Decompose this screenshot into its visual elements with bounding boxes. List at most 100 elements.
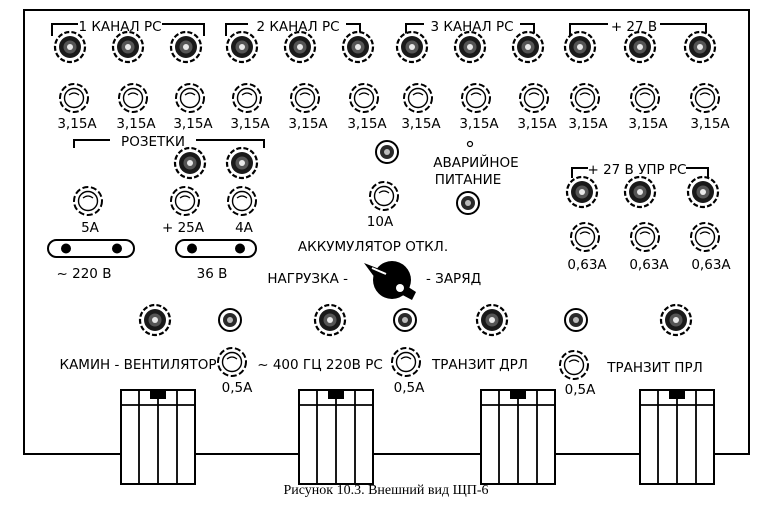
fuse-rating: 0,63А bbox=[691, 257, 731, 273]
switch-label-charge: - ЗАРЯД bbox=[426, 271, 481, 287]
emergency-indicator-dot bbox=[466, 140, 474, 148]
indicator-lamp bbox=[393, 308, 417, 332]
socket-220v[interactable]: ~ 220 В bbox=[47, 239, 135, 282]
fuse-holder[interactable] bbox=[391, 347, 421, 377]
connector-block[interactable] bbox=[298, 389, 374, 485]
fuse-rating-4a: 4А bbox=[235, 220, 254, 236]
fuse-holder[interactable] bbox=[690, 222, 720, 252]
fuse-row bbox=[59, 83, 720, 113]
group-sockets: РОЗЕТКИ bbox=[73, 134, 265, 150]
toggle-knob[interactable] bbox=[225, 146, 259, 180]
toggle-knob[interactable] bbox=[395, 30, 429, 64]
toggle-knob[interactable] bbox=[138, 303, 172, 337]
toggle-knob[interactable] bbox=[475, 303, 509, 337]
label-transit-prl: ТРАНЗИТ ПРЛ bbox=[606, 360, 703, 376]
fuse-holder[interactable] bbox=[217, 347, 247, 377]
fuse-holder[interactable] bbox=[290, 83, 320, 113]
connector-row bbox=[120, 389, 715, 485]
fuse-rating: 3,15А bbox=[116, 116, 156, 132]
fuse-holder[interactable] bbox=[369, 181, 399, 211]
fuse-holder[interactable] bbox=[232, 83, 262, 113]
fuse-rating: 3,15А bbox=[401, 116, 441, 132]
toggle-knob[interactable] bbox=[313, 303, 347, 337]
fuse-holder[interactable] bbox=[519, 83, 549, 113]
fuse-rating-5a: 5А bbox=[81, 220, 100, 236]
connector-block[interactable] bbox=[480, 389, 556, 485]
fuse-rating: 3,15А bbox=[568, 116, 608, 132]
fuse-rating: 0,5А bbox=[394, 380, 425, 396]
fuse-holder[interactable] bbox=[630, 83, 660, 113]
group-label-plus27: + 27 В bbox=[611, 19, 657, 35]
fuse-holder[interactable] bbox=[227, 186, 257, 216]
toggle-knob[interactable] bbox=[563, 30, 597, 64]
top-toggle-row bbox=[53, 30, 717, 64]
fuse-rating: 3,15А bbox=[347, 116, 387, 132]
center-section: АВАРИЙНОЕ ПИТАНИЕ 10А bbox=[367, 140, 519, 230]
connector-block[interactable] bbox=[120, 389, 196, 485]
fuse-holder[interactable] bbox=[570, 222, 600, 252]
label-transit-drl: ТРАНЗИТ ДРЛ bbox=[431, 357, 528, 373]
group-channel3: 3 КАНАЛ РС bbox=[405, 19, 535, 36]
fuse-holder[interactable] bbox=[403, 83, 433, 113]
fuse-holder[interactable] bbox=[170, 186, 200, 216]
fuse-rating: 3,15А bbox=[628, 116, 668, 132]
figure-caption: Рисунок 10.3. Внешний вид ЩП-6 bbox=[283, 483, 488, 498]
toggle-knob[interactable] bbox=[623, 30, 657, 64]
label-fan: КАМИН - ВЕНТИЛЯТОР bbox=[59, 357, 216, 373]
toggle-knob[interactable] bbox=[453, 30, 487, 64]
toggle-knob[interactable] bbox=[111, 30, 145, 64]
emergency-label-line1: АВАРИЙНОЕ bbox=[433, 153, 518, 171]
toggle-knob[interactable] bbox=[565, 175, 599, 209]
group-plus27: + 27 В bbox=[569, 19, 707, 36]
fuse-holder[interactable] bbox=[175, 83, 205, 113]
upr-section: 0,63А 0,63А 0,63А bbox=[565, 175, 731, 273]
fuse-rating: 0,63А bbox=[629, 257, 669, 273]
fuse-rating-25a: + 25А bbox=[162, 220, 205, 236]
toggle-knob[interactable] bbox=[225, 30, 259, 64]
fuse-rating: 0,5А bbox=[222, 380, 253, 396]
fuse-holder[interactable] bbox=[73, 186, 103, 216]
fuse-rating: 3,15А bbox=[690, 116, 730, 132]
toggle-knob[interactable] bbox=[173, 146, 207, 180]
toggle-knob[interactable] bbox=[623, 175, 657, 209]
bottom-labels: КАМИН - ВЕНТИЛЯТОР 0,5А ~ 400 ГЦ 220В РС… bbox=[59, 347, 703, 398]
toggle-knob[interactable] bbox=[686, 175, 720, 209]
indicator-lamp bbox=[218, 308, 242, 332]
fuse-holder[interactable] bbox=[559, 350, 589, 380]
fuse-rating: 3,15А bbox=[459, 116, 499, 132]
toggle-knob[interactable] bbox=[53, 30, 87, 64]
toggle-knob[interactable] bbox=[283, 30, 317, 64]
emergency-label-line2: ПИТАНИЕ bbox=[435, 172, 502, 188]
fuse-rating: 0,63А bbox=[567, 257, 607, 273]
toggle-knob[interactable] bbox=[511, 30, 545, 64]
fuse-rating: 3,15А bbox=[173, 116, 213, 132]
socket-220v-label: ~ 220 В bbox=[57, 266, 112, 282]
battery-switch: АККУМУЛЯТОР ОТКЛ. НАГРУЗКА - - ЗАРЯД bbox=[267, 239, 481, 300]
fuse-rating: 0,5А bbox=[565, 382, 596, 398]
connector-block[interactable] bbox=[639, 389, 715, 485]
group-label-sockets: РОЗЕТКИ bbox=[121, 134, 185, 150]
group-channel2: 2 КАНАЛ РС bbox=[225, 19, 361, 36]
group-label-channel1: 1 КАНАЛ РС bbox=[78, 19, 161, 35]
fuse-holder[interactable] bbox=[349, 83, 379, 113]
fuse-holder[interactable] bbox=[690, 83, 720, 113]
socket-36v[interactable]: 36 В bbox=[175, 239, 257, 282]
fuse-rating: 3,15А bbox=[57, 116, 97, 132]
fuse-holder[interactable] bbox=[570, 83, 600, 113]
fuse-holder[interactable] bbox=[461, 83, 491, 113]
fuse-holder[interactable] bbox=[630, 222, 660, 252]
group-label-plus27-upr: + 27 В УПР РС bbox=[587, 162, 686, 178]
toggle-knob[interactable] bbox=[341, 30, 375, 64]
toggle-knob[interactable] bbox=[169, 30, 203, 64]
indicator-lamp bbox=[564, 308, 588, 332]
sockets-section: 5А + 25А 4А bbox=[73, 146, 259, 236]
emergency-lamp bbox=[456, 191, 480, 215]
battery-switch-lever[interactable] bbox=[364, 261, 416, 300]
toggle-knob[interactable] bbox=[659, 303, 693, 337]
group-plus27-upr: + 27 В УПР РС bbox=[571, 162, 709, 178]
toggle-knob[interactable] bbox=[683, 30, 717, 64]
fuse-holder[interactable] bbox=[59, 83, 89, 113]
indicator-lamp bbox=[375, 140, 399, 164]
fuse-holder[interactable] bbox=[118, 83, 148, 113]
